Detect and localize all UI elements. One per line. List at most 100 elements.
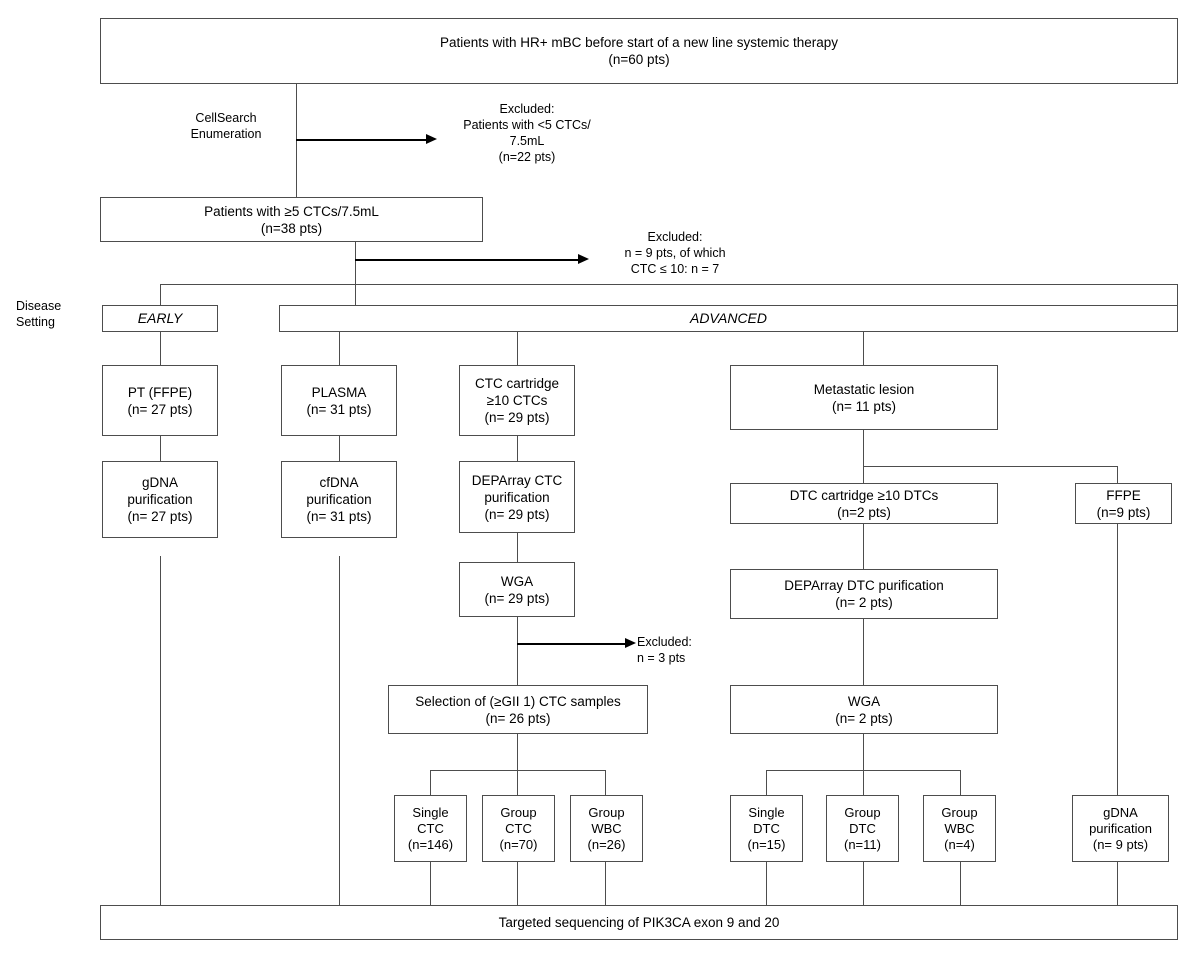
excluded2-line1: Excluded: (647, 230, 703, 244)
bottom-line1: Targeted sequencing of PIK3CA exon 9 and… (498, 915, 780, 930)
group-dtc-line2: DTC (849, 820, 876, 836)
single-dtc-line3: (n=15) (747, 836, 786, 852)
exclusion-arrow-1-head (426, 134, 437, 144)
group-ctc-line3: (n=70) (499, 836, 538, 852)
cellsearch-line1: CellSearch (195, 111, 257, 125)
deparray-ctc-line2: purification (484, 489, 550, 505)
connector-met-to-ffpe (1117, 466, 1118, 483)
node-eligible-ctc[interactable]: Patients with ≥5 CTCs/7.5mL (n=38 pts) (100, 197, 483, 242)
excluded1-line1: Excluded: (499, 102, 555, 116)
cfdna-line1: cfDNA (319, 475, 359, 490)
connector-groupctc-to-bottom (517, 862, 518, 905)
node-single-ctc[interactable]: Single CTC (n=146) (394, 795, 467, 862)
node-cfdna-purification[interactable]: cfDNA purification (n= 31 pts) (281, 461, 397, 538)
exclusion-arrow-2-head (578, 254, 589, 264)
node-selection-ctc-samples[interactable]: Selection of (≥GII 1) CTC samples (n= 26… (388, 685, 648, 734)
node-single-dtc[interactable]: Single DTC (n=15) (730, 795, 803, 862)
dtc-cartridge-line2: (n=2 pts) (837, 504, 891, 520)
node-plasma[interactable]: PLASMA (n= 31 pts) (281, 365, 397, 436)
node-metastatic-lesion[interactable]: Metastatic lesion (n= 11 pts) (730, 365, 998, 430)
node-pt-ffpe[interactable]: PT (FFPE) (n= 27 pts) (102, 365, 218, 436)
node-deparray-ctc-purification[interactable]: DEPArray CTC purification (n= 29 pts) (459, 461, 575, 533)
deparray-ctc-line1: DEPArray CTC (471, 472, 563, 488)
eligible-line1: Patients with ≥5 CTCs/7.5mL (204, 203, 379, 219)
excluded3-line1: Excluded: (637, 635, 692, 649)
wga-ctc-line2: (n= 29 pts) (484, 590, 550, 606)
single-ctc-line1: Single (412, 804, 449, 820)
single-ctc-line3: (n=146) (407, 836, 454, 852)
group-wbc-right-line1: Group (941, 804, 978, 820)
deparray-ctc-line3: (n= 29 pts) (484, 506, 550, 522)
label-excluded-3: Excluded: n = 3 pts (637, 634, 747, 666)
label-excluded-1: Excluded: Patients with <5 CTCs/ 7.5mL (… (437, 101, 617, 165)
single-dtc-line2: DTC (753, 820, 780, 836)
connector-pt-to-gdna (160, 436, 161, 461)
node-top-cohort[interactable]: Patients with HR+ mBC before start of a … (100, 18, 1178, 84)
node-ctc-cartridge[interactable]: CTC cartridge ≥10 CTCs (n= 29 pts) (459, 365, 575, 436)
group-ctc-line2: CTC (505, 820, 532, 836)
node-early[interactable]: EARLY (102, 305, 218, 332)
connector-wgadtc-down (863, 734, 864, 770)
cellsearch-line2: Enumeration (190, 127, 262, 141)
exclusion-arrow-3-head (625, 638, 636, 648)
wga-dtc-line1: WGA (847, 693, 881, 709)
connector-met-to-dtccart (863, 466, 864, 483)
wga-ctc-line1: WGA (500, 573, 534, 589)
plasma-line2: (n= 31 pts) (306, 401, 372, 417)
gdna-left-line3: (n= 27 pts) (127, 509, 193, 524)
node-gdna-purification-right[interactable]: gDNA purification (n= 9 pts) (1072, 795, 1169, 862)
ctc-cartridge-line2: ≥10 CTCs (486, 393, 548, 408)
exclusion-arrow-2-line (355, 259, 580, 261)
connector-selection-down (517, 734, 518, 770)
connector-singledtc-to-bottom (766, 862, 767, 905)
dtc-cartridge-line1: DTC cartridge ≥10 DTCs (789, 487, 939, 503)
node-group-ctc[interactable]: Group CTC (n=70) (482, 795, 555, 862)
connector-ctccart-to-deparray (517, 436, 518, 461)
group-dtc-line3: (n=11) (844, 836, 881, 852)
gdna-right-line1: gDNA (1103, 804, 1138, 820)
group-dtc-line1: Group (844, 804, 881, 820)
node-wga-ctc[interactable]: WGA (n= 29 pts) (459, 562, 575, 617)
connector-bus-to-single-ctc (430, 770, 431, 795)
connector-advanced-to-ctc-cartridge (517, 332, 518, 365)
deparray-dtc-line2: (n= 2 pts) (835, 595, 893, 610)
node-group-wbc-right[interactable]: Group WBC (n=4) (923, 795, 996, 862)
node-group-wbc-left[interactable]: Group WBC (n=26) (570, 795, 643, 862)
group-ctc-line1: Group (500, 804, 537, 820)
connector-gdnaright-to-bottom (1117, 862, 1118, 905)
ffpe-right-line1: FFPE (1106, 487, 1141, 503)
ffpe-right-line2: (n=9 pts) (1096, 504, 1151, 520)
connector-deparraydtc-to-wgadtc (863, 619, 864, 685)
excluded2-line3: CTC ≤ 10: n = 7 (630, 262, 720, 276)
connector-bus-right-drop (1177, 284, 1178, 305)
node-group-dtc[interactable]: Group DTC (n=11) (826, 795, 899, 862)
excluded1-line3: 7.5mL (509, 134, 545, 148)
group-wbc-right-line2: WBC (944, 820, 975, 836)
node-gdna-purification-left[interactable]: gDNA purification (n= 27 pts) (102, 461, 218, 538)
node-advanced[interactable]: ADVANCED (279, 305, 1178, 332)
node-wga-dtc[interactable]: WGA (n= 2 pts) (730, 685, 998, 734)
node-deparray-dtc-purification[interactable]: DEPArray DTC purification (n= 2 pts) (730, 569, 998, 619)
ctc-cartridge-line1: CTC cartridge (474, 376, 560, 391)
connector-bus-to-group-ctc (517, 770, 518, 795)
connector-bus-to-group-wbc-left (605, 770, 606, 795)
connector-deparrayctc-to-wga (517, 533, 518, 562)
selection-ctc-line1: Selection of (≥GII 1) CTC samples (415, 693, 621, 709)
connector-advanced-to-met (863, 332, 864, 365)
node-targeted-sequencing[interactable]: Targeted sequencing of PIK3CA exon 9 and… (100, 905, 1178, 940)
met-lesion-line1: Metastatic lesion (813, 381, 915, 397)
ctc-cartridge-line3: (n= 29 pts) (484, 410, 550, 425)
connector-groupdtc-to-bottom (863, 862, 864, 905)
single-ctc-line2: CTC (417, 820, 444, 836)
disease-setting-line1: Disease (16, 299, 62, 313)
connector-bus-to-single-dtc (766, 770, 767, 795)
connector-singlectc-to-bottom (430, 862, 431, 905)
advanced-line1: ADVANCED (689, 310, 768, 326)
node-dtc-cartridge[interactable]: DTC cartridge ≥10 DTCs (n=2 pts) (730, 483, 998, 524)
selection-ctc-line2: (n= 26 pts) (485, 710, 551, 726)
node-ffpe-right[interactable]: FFPE (n=9 pts) (1075, 483, 1172, 524)
group-wbc-left-line1: Group (588, 804, 625, 820)
connector-early-to-pt (160, 332, 161, 365)
pt-ffpe-line2: (n= 27 pts) (127, 401, 193, 417)
